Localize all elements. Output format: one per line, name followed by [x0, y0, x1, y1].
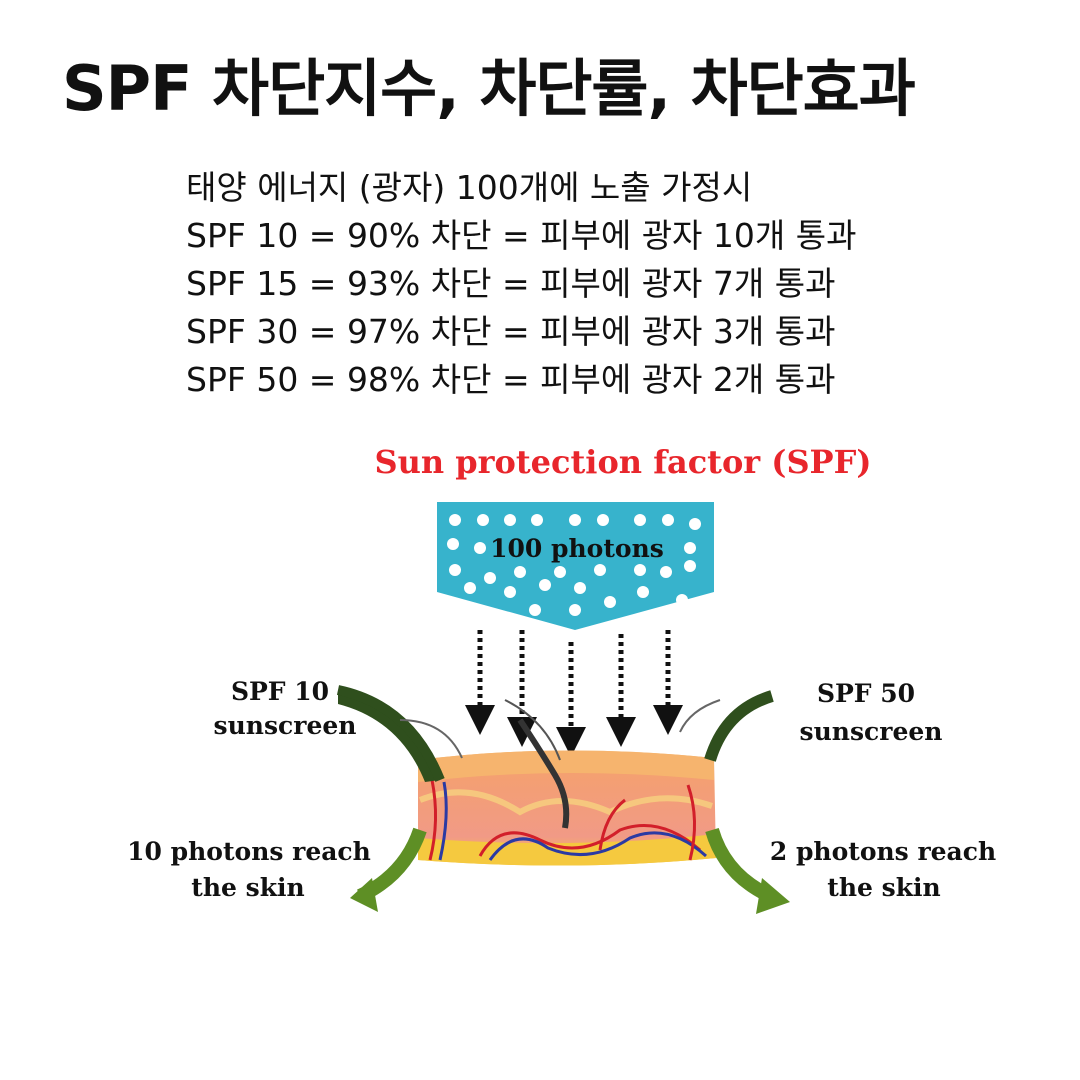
fact-spf30: SPF 30 = 97% 차단 = 피부에 광자 3개 통과	[186, 312, 836, 351]
left-label-line1: SPF 10	[231, 677, 329, 706]
spf10-arrow	[338, 690, 440, 782]
left-label-line2: sunscreen	[214, 711, 357, 740]
page-title: SPF 차단지수, 차단률, 차단효과	[62, 52, 916, 125]
photon-box-label: 100 photons	[490, 534, 664, 563]
green-arrows	[350, 827, 790, 914]
spf-diagram: Sun protection factor (SPF) 100 photons	[127, 443, 996, 914]
fact-spf50: SPF 50 = 98% 차단 = 피부에 광자 2개 통과	[186, 360, 836, 399]
right-result-line1: 2 photons reach	[770, 837, 996, 866]
photon-box	[437, 502, 714, 630]
right-result-line2: the skin	[827, 873, 940, 902]
photon-arrows	[465, 630, 683, 757]
left-result-line2: the skin	[191, 873, 304, 902]
fact-spf10: SPF 10 = 90% 차단 = 피부에 광자 10개 통과	[186, 216, 857, 255]
left-result-line1: 10 photons reach	[127, 837, 371, 866]
fact-spf15: SPF 15 = 93% 차단 = 피부에 광자 7개 통과	[186, 264, 836, 303]
spf-facts: 태양 에너지 (광자) 100개에 노출 가정시 SPF 10 = 90% 차단…	[186, 164, 856, 404]
fact-intro: 태양 에너지 (광자) 100개에 노출 가정시	[186, 168, 753, 207]
right-label-line1: SPF 50	[817, 679, 915, 708]
skin-cross-section	[418, 699, 716, 866]
right-label-line2: sunscreen	[800, 717, 943, 746]
photon-dots	[447, 514, 701, 616]
diagram-heading: Sun protection factor (SPF)	[375, 443, 872, 481]
